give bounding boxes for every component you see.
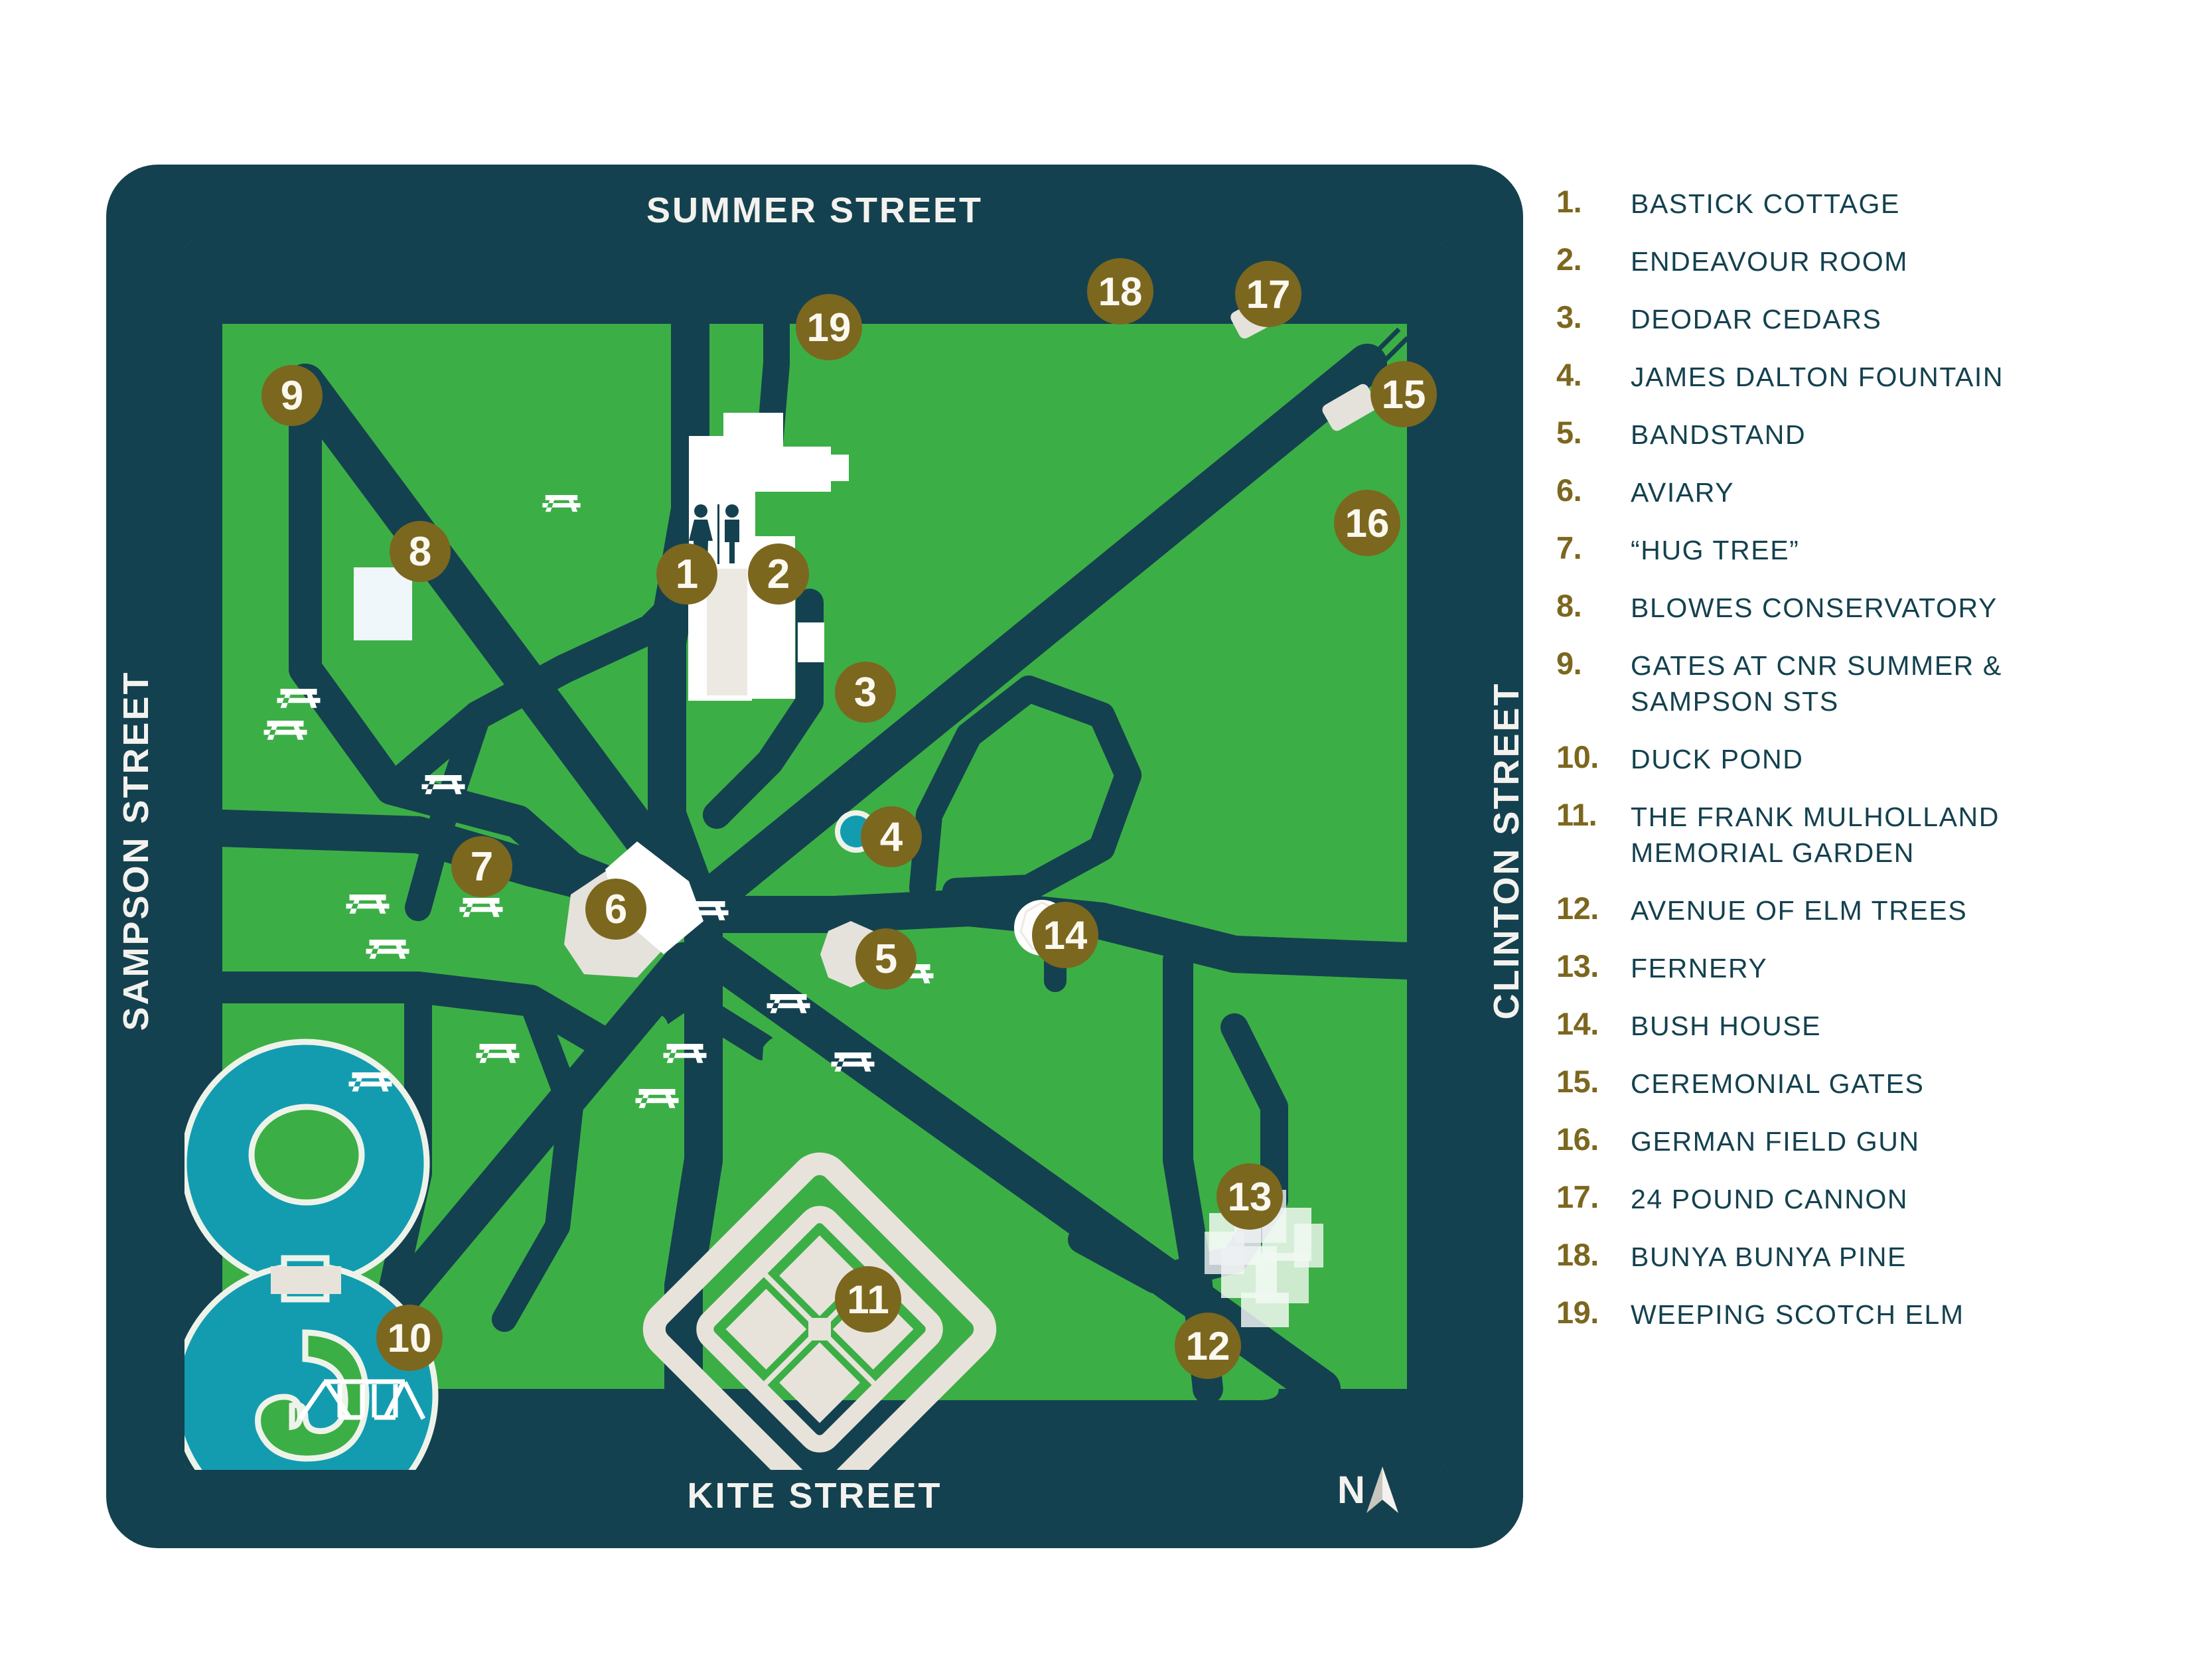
legend-item-number: 19.: [1556, 1295, 1599, 1330]
compass-north-label: N: [1337, 1469, 1365, 1512]
cottage-complex: [688, 413, 849, 701]
legend-item-label: BANDSTAND: [1631, 419, 1806, 450]
legend-item-label: AVENUE OF ELM TREES: [1631, 895, 1968, 926]
legend-item-3[interactable]: 3. DEODAR CEDARS: [1556, 300, 2134, 337]
legend-item-14[interactable]: 14. BUSH HOUSE: [1556, 1007, 2134, 1044]
legend-item-18[interactable]: 18. BUNYA BUNYA PINE: [1556, 1238, 2134, 1275]
legend-item-number: 3.: [1556, 299, 1582, 334]
legend-item-label: GERMAN FIELD GUN: [1631, 1126, 1920, 1157]
street-label-clinton: CLINTON STREET: [1487, 682, 1526, 1020]
field-gun-16-shape: [1322, 384, 1378, 431]
map-marker-18[interactable]: 18: [1087, 258, 1153, 325]
legend-item-2[interactable]: 2. ENDEAVOUR ROOM: [1556, 242, 2134, 279]
legend-item-label: BUNYA BUNYA PINE: [1631, 1242, 1907, 1272]
legend-item-label: BLOWES CONSERVATORY: [1631, 593, 1998, 623]
legend-item-number: 9.: [1556, 646, 1582, 681]
map-marker-17[interactable]: 17: [1235, 261, 1301, 327]
legend-item-6[interactable]: 6. AVIARY: [1556, 473, 2134, 510]
map-marker-3[interactable]: 3: [835, 662, 896, 723]
legend-item-label: BASTICK COTTAGE: [1631, 188, 1900, 219]
legend-item-number: 15.: [1556, 1064, 1599, 1099]
ceremonial-gates-shape: [1375, 327, 1410, 362]
legend-item-number: 14.: [1556, 1006, 1599, 1041]
legend-item-label: WEEPING SCOTCH ELM: [1631, 1299, 1964, 1330]
legend-item-label: GATES AT CNR SUMMER & SAMPSON STS: [1631, 650, 2002, 717]
swing-set-icon: [298, 1379, 426, 1420]
legend-item-number: 1.: [1556, 184, 1582, 219]
legend-item-number: 4.: [1556, 357, 1582, 392]
map-marker-16[interactable]: 16: [1334, 490, 1400, 556]
legend-item-19[interactable]: 19. WEEPING SCOTCH ELM: [1556, 1295, 2134, 1333]
legend-item-number: 17.: [1556, 1179, 1599, 1214]
legend-item-7[interactable]: 7. “HUG TREE”: [1556, 531, 2134, 568]
legend-item-label: DUCK POND: [1631, 744, 1804, 774]
map-marker-4[interactable]: 4: [861, 806, 922, 867]
legend-item-label: BUSH HOUSE: [1631, 1011, 1822, 1041]
legend-item-label: CEREMONIAL GATES: [1631, 1068, 1925, 1099]
conservatory-building: [354, 567, 412, 640]
legend-item-label: 24 POUND CANNON: [1631, 1184, 1909, 1214]
legend-item-label: AVIARY: [1631, 477, 1735, 508]
north-arrow-icon: [1366, 1467, 1398, 1513]
legend-item-number: 6.: [1556, 472, 1582, 508]
legend-item-number: 2.: [1556, 242, 1582, 277]
legend-item-5[interactable]: 5. BANDSTAND: [1556, 415, 2134, 453]
street-label-sampson: SAMPSON STREET: [116, 670, 156, 1031]
map-marker-9[interactable]: 9: [261, 365, 323, 426]
legend-item-label: “HUG TREE”: [1631, 535, 1800, 565]
map-marker-8[interactable]: 8: [390, 521, 451, 582]
map-marker-12[interactable]: 12: [1175, 1313, 1241, 1379]
legend-item-label: ENDEAVOUR ROOM: [1631, 246, 1909, 277]
legend-item-9[interactable]: 9. GATES AT CNR SUMMER & SAMPSON STS: [1556, 646, 2134, 719]
map-marker-5[interactable]: 5: [855, 928, 917, 989]
legend-item-4[interactable]: 4. JAMES DALTON FOUNTAIN: [1556, 358, 2134, 395]
legend-item-8[interactable]: 8. BLOWES CONSERVATORY: [1556, 589, 2134, 626]
legend-item-label: JAMES DALTON FOUNTAIN: [1631, 362, 2004, 392]
legend-item-11[interactable]: 11. THE FRANK MULHOLLAND MEMORIAL GARDEN: [1556, 798, 2134, 871]
map-marker-11[interactable]: 11: [835, 1266, 901, 1333]
legend-item-15[interactable]: 15. CEREMONIAL GATES: [1556, 1064, 2134, 1102]
legend-item-10[interactable]: 10. DUCK POND: [1556, 740, 2134, 777]
map-marker-7[interactable]: 7: [451, 836, 512, 897]
legend-item-12[interactable]: 12. AVENUE OF ELM TREES: [1556, 891, 2134, 928]
map-marker-2[interactable]: 2: [748, 543, 809, 605]
street-label-summer: SUMMER STREET: [646, 190, 984, 230]
legend-item-number: 12.: [1556, 891, 1599, 926]
legend-item-label: THE FRANK MULHOLLAND MEMORIAL GARDEN: [1631, 802, 2000, 868]
map-legend: 1. BASTICK COTTAGE 2. ENDEAVOUR ROOM 3. DEODA…: [1556, 184, 2134, 1353]
duck-pond: [184, 1039, 439, 1470]
legend-item-number: 13.: [1556, 948, 1599, 983]
map-marker-10[interactable]: 10: [376, 1305, 443, 1371]
legend-item-number: 8.: [1556, 588, 1582, 623]
map-graphic: [106, 165, 1523, 1548]
legend-item-label: DEODAR CEDARS: [1631, 304, 1882, 334]
map-marker-15[interactable]: 15: [1370, 361, 1437, 427]
street-label-kite: KITE STREET: [687, 1476, 942, 1516]
legend-item-number: 18.: [1556, 1237, 1599, 1272]
map-marker-6[interactable]: 6: [585, 879, 646, 940]
map-marker-1[interactable]: 1: [656, 543, 717, 605]
compass: N: [1337, 1460, 1424, 1521]
map-marker-19[interactable]: 19: [796, 294, 862, 360]
legend-item-number: 16.: [1556, 1121, 1599, 1157]
park-interior: [184, 243, 1445, 1470]
legend-item-label: FERNERY: [1631, 953, 1768, 983]
legend-item-number: 10.: [1556, 739, 1599, 774]
legend-item-13[interactable]: 13. FERNERY: [1556, 949, 2134, 986]
park-map[interactable]: SUMMER STREET KITE STREET SAMPSON STREET…: [106, 165, 1526, 1548]
legend-item-number: 5.: [1556, 415, 1582, 450]
legend-item-number: 7.: [1556, 530, 1582, 565]
legend-item-number: 11.: [1556, 797, 1597, 832]
legend-item-1[interactable]: 1. BASTICK COTTAGE: [1556, 184, 2134, 222]
legend-item-16[interactable]: 16. GERMAN FIELD GUN: [1556, 1122, 2134, 1159]
map-marker-13[interactable]: 13: [1217, 1163, 1283, 1230]
legend-item-17[interactable]: 17. 24 POUND CANNON: [1556, 1180, 2134, 1217]
map-marker-14[interactable]: 14: [1032, 902, 1098, 968]
